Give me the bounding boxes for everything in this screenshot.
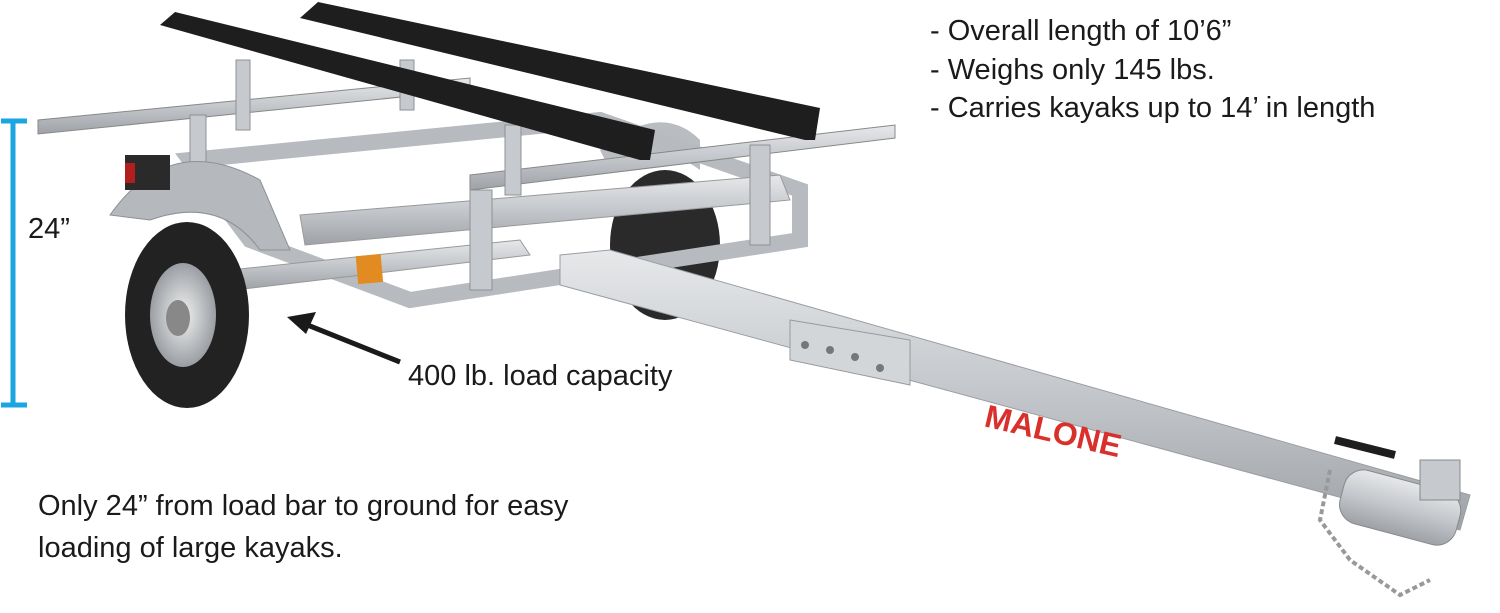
trailer-tongue [559,249,1471,531]
description: Only 24” from load bar to ground for eas… [38,485,568,569]
height-dimension-bar [1,118,27,408]
specs-list: - Overall length of 10’6” - Weighs only … [930,12,1375,128]
spec-weight: - Weighs only 145 lbs. [930,53,1215,86]
spec-overall-length: - Overall length of 10’6” [930,15,1232,47]
front-load-bar [469,124,896,191]
description-line-2: loading of large kayaks. [38,532,343,564]
description-line-1: Only 24” from load bar to ground for eas… [38,490,569,522]
kayak-pad-left [160,12,655,160]
capacity-callout: 400 lb. load capacity [408,360,673,392]
hitch-coupler [1317,436,1462,598]
height-label: 24” [28,213,70,245]
spec-kayak-length: - Carries kayaks up to 14’ in length [930,92,1376,124]
kayak-pad-right [300,2,820,140]
capacity-arrow [287,312,401,365]
